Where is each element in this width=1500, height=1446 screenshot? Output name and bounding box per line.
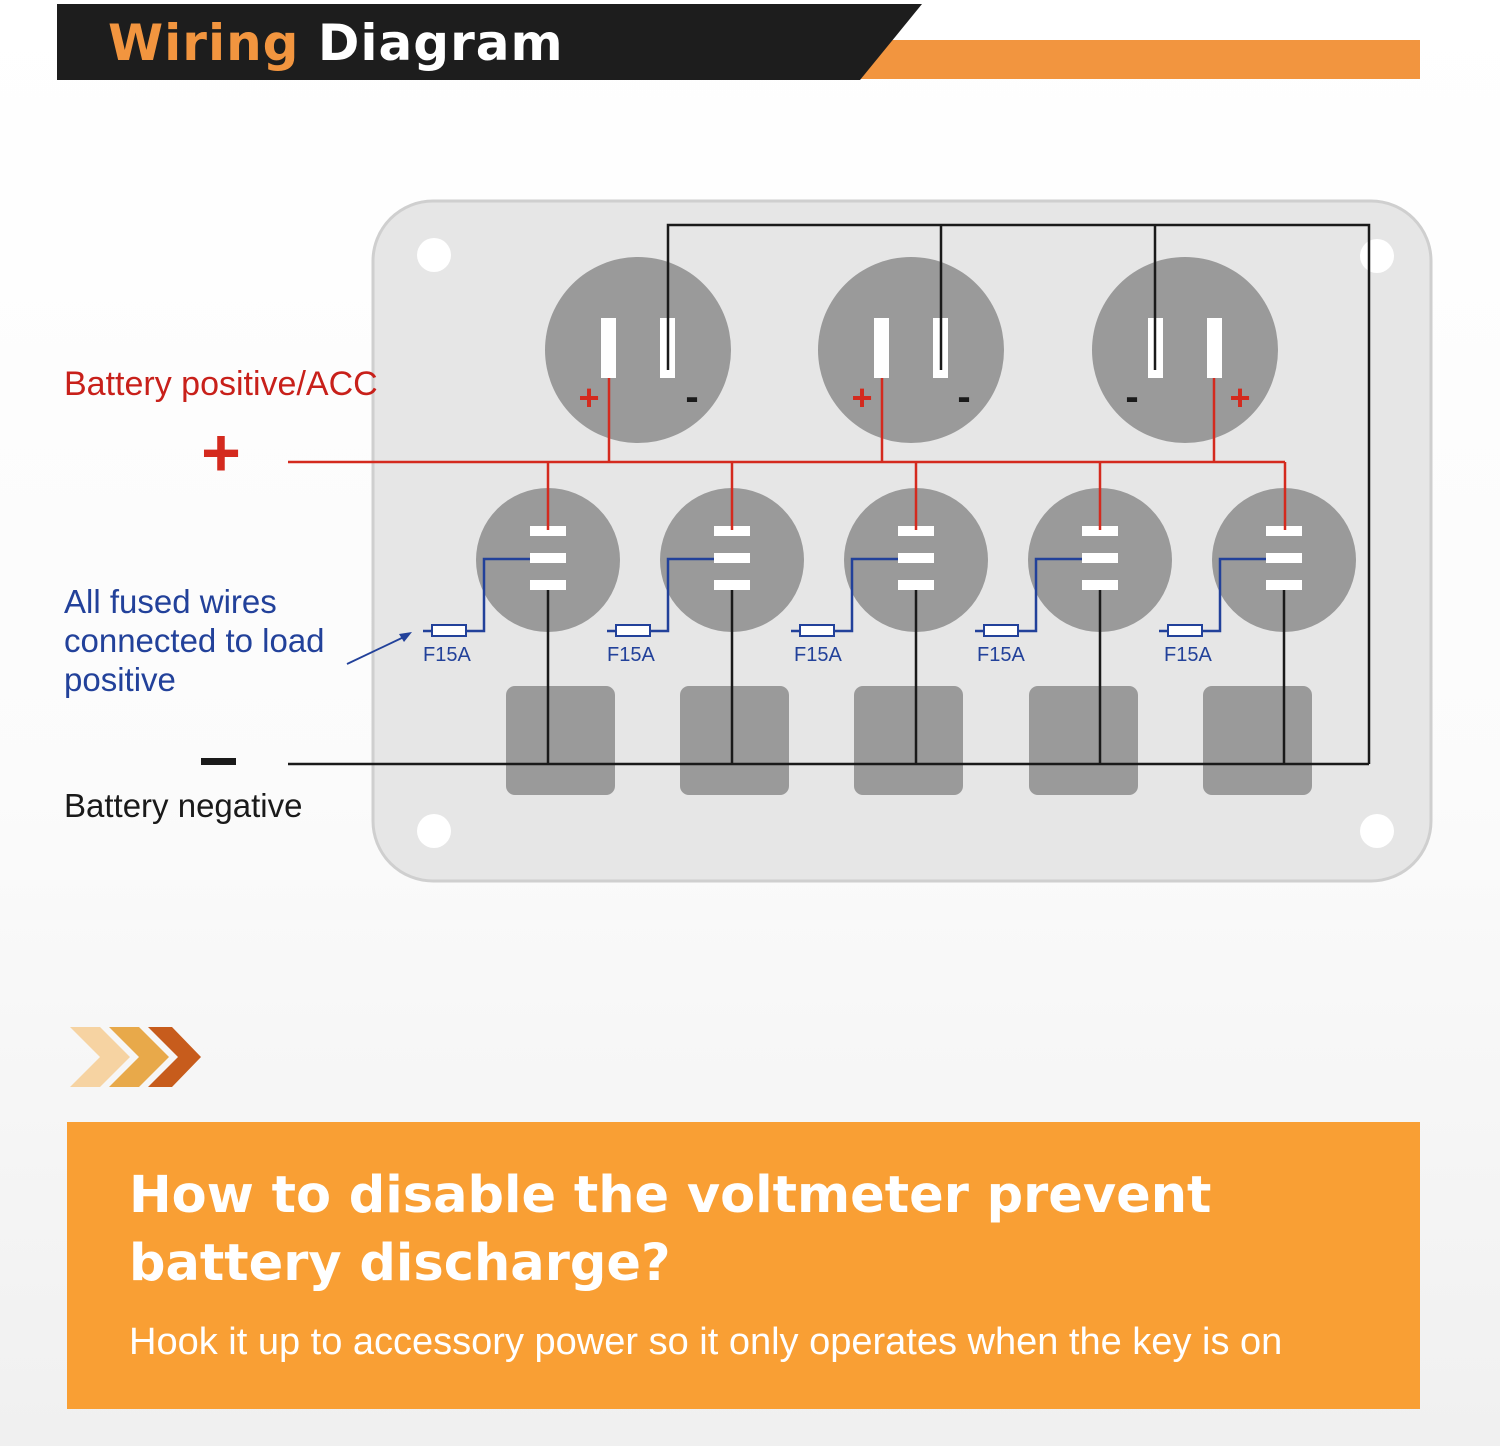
port-1-right-sign: - bbox=[685, 375, 698, 419]
header-shapes bbox=[57, 4, 1420, 80]
header-banner: Wiring Diagram bbox=[0, 0, 1500, 90]
fuse-label-3: F15A bbox=[794, 644, 842, 666]
header-title: Wiring Diagram bbox=[108, 8, 564, 78]
fuse-icon bbox=[431, 624, 467, 637]
fuse-label-5: F15A bbox=[1164, 644, 1212, 666]
info-body: Hook it up to accessory power so it only… bbox=[129, 1321, 1283, 1363]
port-2-pin-left bbox=[874, 318, 889, 378]
triple-chevron-right-icon bbox=[70, 1027, 201, 1087]
fuse-label-2: F15A bbox=[607, 644, 655, 666]
rocker-block-5 bbox=[1203, 686, 1312, 795]
positive-symbol: + bbox=[201, 415, 241, 491]
positive-wiring bbox=[288, 378, 1287, 530]
negative-wiring bbox=[288, 223, 1371, 766]
port-3-pin-right bbox=[1207, 318, 1222, 378]
fused-wires-label-line-2: connected to load bbox=[64, 622, 325, 659]
fused-wires-label-line-3: positive bbox=[64, 661, 176, 698]
top-port-1 bbox=[545, 257, 731, 443]
fused-wires-label-line-1: All fused wires bbox=[64, 583, 277, 620]
battery-positive-label: Battery positive/ACC bbox=[64, 365, 378, 403]
mounting-hole-bottom-right bbox=[1360, 814, 1394, 848]
top-port-3 bbox=[1092, 257, 1278, 443]
info-heading: How to disable the voltmeter prevent bat… bbox=[129, 1166, 1212, 1293]
mounting-hole-top-left bbox=[417, 238, 451, 272]
rocker-block-4 bbox=[1029, 686, 1138, 795]
battery-negative-label: Battery negative bbox=[64, 787, 302, 824]
port-3-right-sign: + bbox=[1229, 377, 1250, 418]
port-1-pin-left bbox=[601, 318, 616, 378]
port-3-left-sign: - bbox=[1125, 375, 1138, 419]
port-2-left-sign: + bbox=[851, 377, 872, 418]
port-2-right-sign: - bbox=[957, 375, 970, 419]
pointer-arrow-icon bbox=[346, 632, 412, 665]
fuse-icon bbox=[983, 624, 1019, 637]
mounting-hole-top-right bbox=[1360, 239, 1394, 273]
header-accent-bar bbox=[860, 40, 1420, 79]
fuse-label-1: F15A bbox=[423, 644, 471, 666]
fuse-icon bbox=[799, 624, 835, 637]
port-1-left-sign: + bbox=[578, 377, 599, 418]
info-panel: How to disable the voltmeter prevent bat… bbox=[67, 1122, 1420, 1409]
top-port-2 bbox=[818, 257, 1004, 443]
switch-terminals bbox=[530, 526, 1302, 590]
header-dark-bar bbox=[57, 4, 922, 80]
wiring-diagram: + - + - - + bbox=[64, 199, 1433, 883]
rocker-block-2 bbox=[680, 686, 789, 795]
rocker-block-1 bbox=[506, 686, 615, 795]
fuse-icon bbox=[1167, 624, 1203, 637]
mounting-hole-bottom-left bbox=[417, 814, 451, 848]
fuse-icon bbox=[615, 624, 651, 637]
header-title-word-1: Wiring bbox=[108, 14, 300, 72]
fuse-icons bbox=[431, 624, 1203, 637]
negative-symbol bbox=[201, 758, 236, 765]
rocker-block-3 bbox=[854, 686, 963, 795]
header-title-word-2: Diagram bbox=[317, 14, 564, 72]
fuse-label-4: F15A bbox=[977, 644, 1025, 666]
